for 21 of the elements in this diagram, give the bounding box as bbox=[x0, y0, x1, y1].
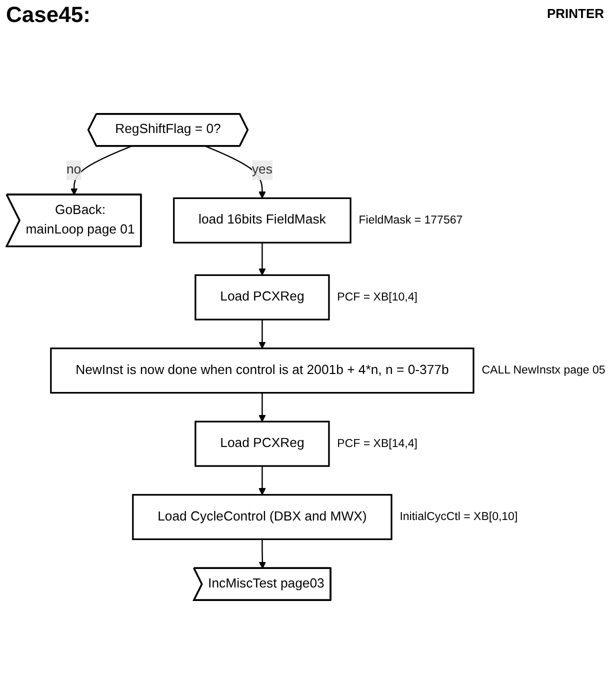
annotation-text: FieldMask = 177567 bbox=[358, 214, 463, 226]
node-box: Load PCXReg bbox=[194, 274, 330, 320]
node-box: Load PCXReg bbox=[194, 420, 330, 467]
arrow bbox=[258, 466, 266, 496]
note-text: PRINTER bbox=[546, 6, 604, 21]
edge-label: no bbox=[66, 162, 82, 177]
node-box: load 16bits FieldMask bbox=[173, 197, 352, 244]
annotation-text: InitialCycCtl = XB[0,10] bbox=[400, 511, 518, 524]
arrow bbox=[70, 146, 132, 196]
node-box: Load CycleControl (DBX and MWX) bbox=[132, 494, 392, 540]
arrow bbox=[206, 146, 266, 199]
edge-label: yes bbox=[252, 162, 272, 177]
arrow bbox=[258, 392, 266, 422]
arrow bbox=[258, 320, 266, 349]
annotation-text: CALL NewInstx page 05 bbox=[482, 364, 606, 377]
annotation-text: PCF = XB[14,4] bbox=[337, 438, 418, 450]
arrow bbox=[258, 539, 266, 569]
node-box: NewInst is now done when control is at 2001b + 4*n, n = 0-377b bbox=[50, 348, 474, 394]
annotation-text: PCF = XB[10,4] bbox=[337, 291, 418, 304]
arrow bbox=[258, 242, 266, 276]
diagram-title: Case45: bbox=[6, 2, 90, 28]
